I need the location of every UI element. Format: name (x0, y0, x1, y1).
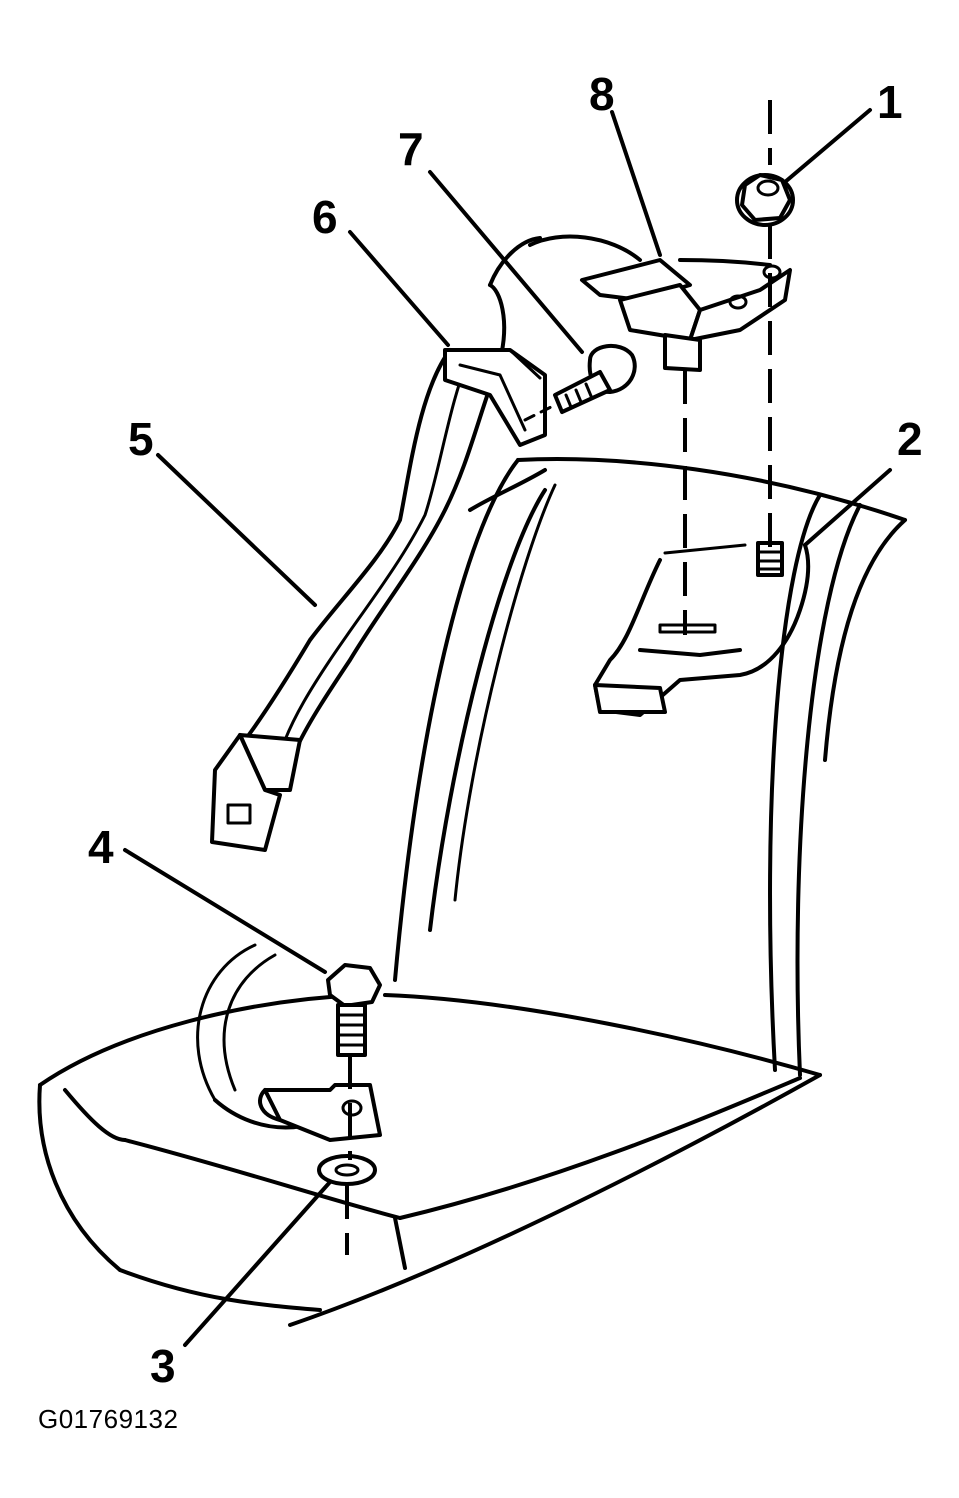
callout-labels: 1 2 3 4 5 6 7 8 (88, 68, 923, 1392)
callout-4: 4 (88, 821, 114, 873)
belt-webbing (243, 283, 547, 747)
callout-8: 8 (589, 68, 615, 120)
upper-nut (735, 173, 795, 227)
lower-anchor-bolt (326, 963, 382, 1057)
assembly-centerlines (345, 100, 772, 1255)
callout-7: 7 (398, 123, 424, 175)
figure-id: G01769132 (38, 1404, 179, 1434)
seat-back (393, 457, 907, 1077)
callout-3: 3 (150, 1340, 176, 1392)
anchor-stud (756, 541, 784, 577)
upper-anchor-bolt (523, 343, 637, 422)
anchor-plate (593, 543, 811, 717)
seat-cushion (37, 943, 822, 1327)
callout-1: 1 (877, 76, 903, 128)
callout-6: 6 (312, 191, 338, 243)
callout-5: 5 (128, 413, 154, 465)
lower-anchor-plate (258, 1083, 382, 1142)
upper-anchor-bracket (443, 348, 547, 447)
callout-2: 2 (897, 413, 923, 465)
belt-latch-plate (210, 733, 302, 852)
washer (317, 1154, 377, 1186)
belt-guide-loop (488, 234, 792, 372)
leader-lines (123, 108, 892, 1347)
